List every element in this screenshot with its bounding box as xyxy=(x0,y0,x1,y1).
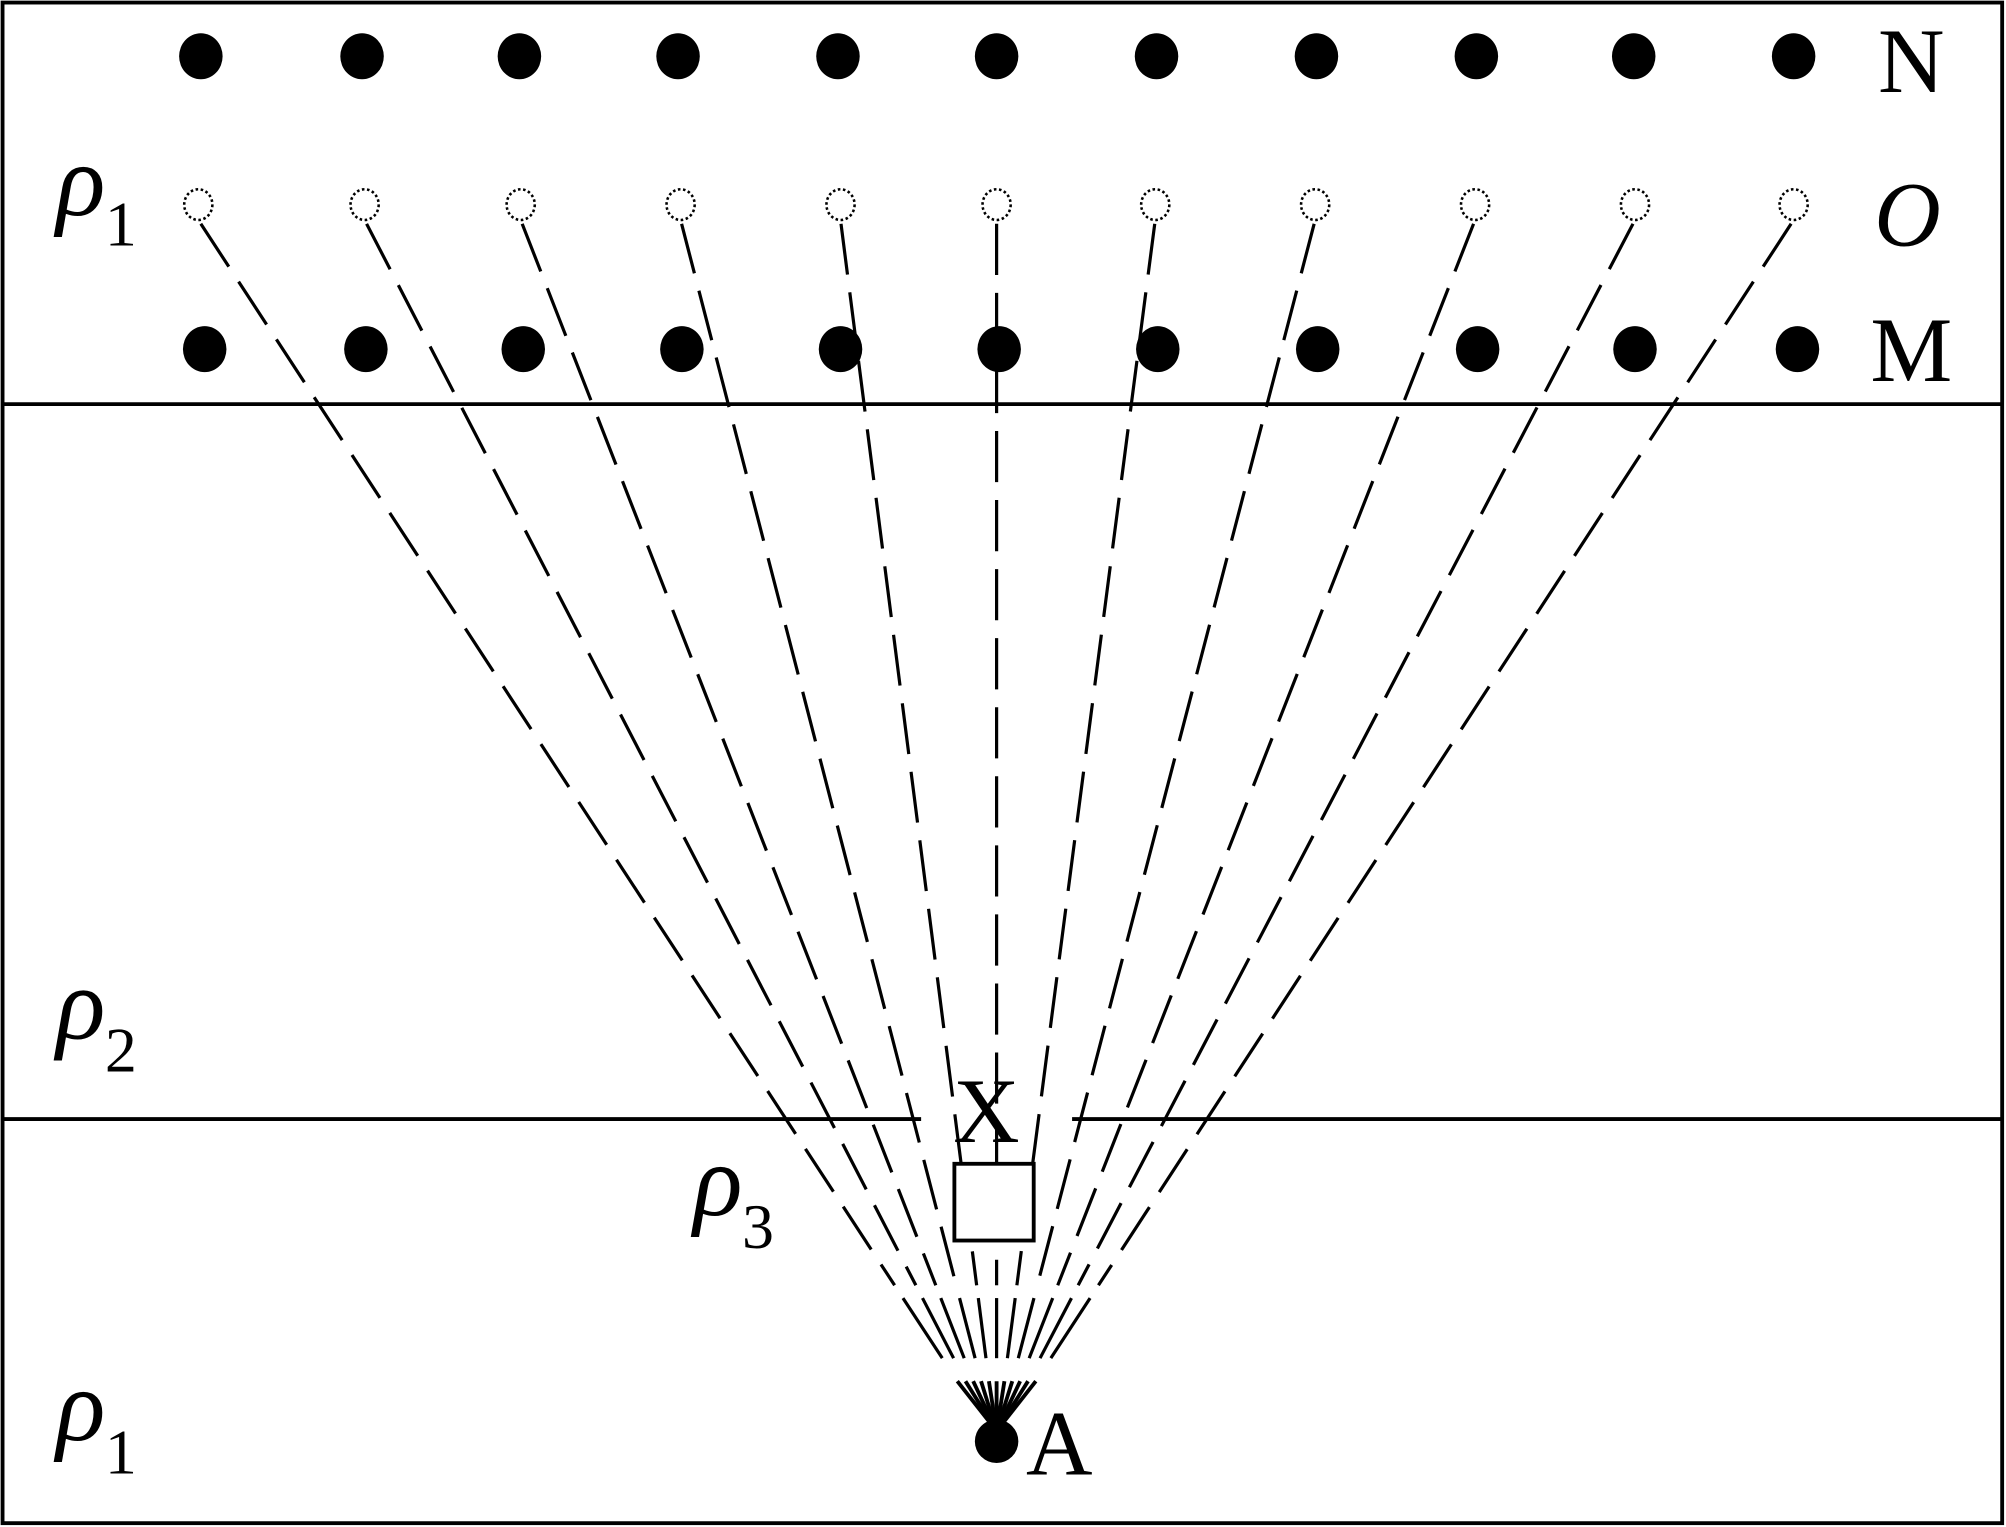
layer-label-middle-subscript: 2 xyxy=(105,1015,137,1086)
layer-label-top-subscript: 1 xyxy=(105,189,137,260)
label-o: O xyxy=(1874,164,1941,266)
point-m xyxy=(977,326,1021,373)
ray-dashed xyxy=(365,223,918,1287)
point-n xyxy=(340,33,384,80)
label-a: A xyxy=(1026,1393,1093,1495)
ray-segment xyxy=(939,1297,966,1359)
point-o xyxy=(825,187,856,222)
point-m xyxy=(182,326,227,373)
ray-dashed xyxy=(839,223,979,1286)
label-n: N xyxy=(1878,10,1945,112)
point-m xyxy=(501,326,545,373)
point-n xyxy=(1611,33,1656,80)
point-n xyxy=(974,33,1019,80)
layer-label-middle-symbol: ρ xyxy=(53,948,105,1061)
ray-dashed xyxy=(1097,222,1793,1287)
point-n xyxy=(179,33,223,80)
layer-label-inclusion: ρ 3 xyxy=(690,1125,774,1262)
ray-segment xyxy=(1027,1297,1055,1359)
ray-segment xyxy=(1049,1297,1092,1360)
point-n xyxy=(1454,33,1499,80)
point-n xyxy=(1294,33,1339,80)
point-o xyxy=(981,187,1012,222)
ray-dashed xyxy=(199,222,896,1287)
row-m-points xyxy=(182,326,1820,373)
source-point-a xyxy=(974,1419,1019,1464)
ray-dashed xyxy=(1035,223,1316,1286)
ray-segment xyxy=(1016,1297,1036,1359)
ray-segment xyxy=(957,1297,977,1359)
ray-dashed xyxy=(1015,223,1157,1286)
inclusion-square xyxy=(952,1161,1036,1243)
ray-segment xyxy=(901,1297,944,1360)
point-m xyxy=(660,326,704,373)
point-o xyxy=(1299,187,1331,222)
point-m xyxy=(344,326,388,373)
row-n-points xyxy=(179,33,1816,80)
ray-dashed xyxy=(520,223,938,1286)
ray-segment xyxy=(1038,1297,1073,1359)
layer-label-inclusion-subscript: 3 xyxy=(742,1191,774,1262)
point-m xyxy=(1295,326,1340,373)
point-m xyxy=(1613,326,1657,373)
point-o xyxy=(665,187,696,222)
layer-label-bottom: ρ 1 xyxy=(53,1350,137,1487)
layer-label-middle: ρ 2 xyxy=(53,948,137,1085)
point-o xyxy=(1778,187,1809,222)
layer-label-top-symbol: ρ xyxy=(53,125,105,238)
row-o-points xyxy=(182,187,1809,222)
layer-label-bottom-subscript: 1 xyxy=(105,1416,137,1487)
point-n xyxy=(1771,33,1816,80)
point-o xyxy=(349,187,380,222)
point-o xyxy=(1619,187,1651,222)
ray-dashed xyxy=(1056,223,1476,1286)
point-o xyxy=(182,187,214,222)
label-x: X xyxy=(953,1060,1020,1162)
point-o xyxy=(1459,187,1491,222)
point-n xyxy=(1134,33,1179,80)
ray-dashed xyxy=(680,223,958,1286)
point-n xyxy=(497,33,542,80)
point-n xyxy=(656,33,700,80)
ray-segment xyxy=(1005,1297,1017,1359)
point-m xyxy=(1455,326,1500,373)
layer-label-inclusion-symbol: ρ xyxy=(690,1125,742,1238)
point-o xyxy=(505,187,537,222)
layer-label-bottom-symbol: ρ xyxy=(53,1350,105,1463)
ray-dashed xyxy=(1076,223,1635,1287)
ray-segment xyxy=(921,1297,956,1359)
point-n xyxy=(816,33,860,80)
point-m xyxy=(1775,326,1820,373)
rays xyxy=(199,222,1793,1433)
layer-label-top: ρ 1 xyxy=(53,125,137,260)
label-m: M xyxy=(1870,299,1952,401)
point-m xyxy=(818,326,863,373)
point-o xyxy=(1139,187,1171,222)
point-m xyxy=(1136,326,1180,373)
ray-segment xyxy=(976,1297,988,1359)
